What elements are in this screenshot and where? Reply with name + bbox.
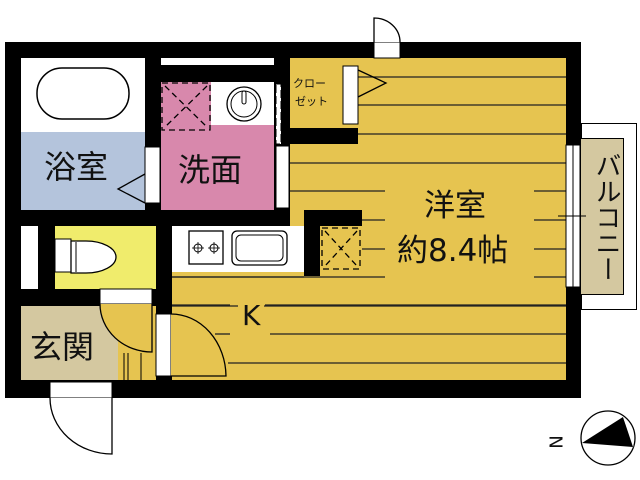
toilet-side-door[interactable]: [21, 226, 38, 289]
kitchen-label: K: [238, 302, 265, 330]
closet-label-line1: クロー: [293, 77, 326, 90]
top-door-swing-icon: [373, 17, 401, 43]
floor-board-lines: [172, 76, 566, 364]
balcony-floor: [581, 138, 624, 295]
entrance-door-frame: [49, 381, 113, 399]
closet-floor: [290, 58, 343, 128]
toilet-tank-icon: [54, 238, 72, 273]
wash-top-strip: [161, 58, 274, 65]
closet-label-line2: ゼット: [295, 95, 328, 108]
compass-north-label: N: [546, 435, 568, 449]
toilet-bowl-icon: [70, 240, 117, 274]
balcony-label: バルコニー: [591, 152, 621, 282]
bath-floor: [21, 132, 145, 210]
kitchen-door-swing-icon: [170, 313, 227, 377]
entrance-door-swing-icon: [49, 397, 113, 455]
bathtub-icon: [36, 67, 130, 120]
fridge-top-wall: [304, 210, 362, 226]
closet-door-swing-icon: [357, 69, 388, 98]
bath-label: 浴室: [44, 148, 109, 186]
entrance-label: 玄関: [30, 328, 95, 366]
closet-bottom-wall: [274, 128, 358, 144]
western-room-size-label: 約8.4帖: [397, 233, 509, 269]
stove-icon: [188, 230, 224, 265]
fridge-wall: [304, 226, 320, 276]
kitchen-door: [155, 313, 172, 377]
washroom-label: 洗面: [178, 151, 243, 189]
toilet-door-swing-icon: [99, 303, 153, 353]
wash-door: [275, 145, 290, 209]
compass-icon: [580, 410, 636, 466]
bath-door-swing-icon: [116, 173, 146, 204]
western-room-label: 洋室: [424, 188, 486, 224]
closet-door: [342, 65, 359, 125]
wash-sliding-door: [275, 83, 282, 145]
toilet-door: [99, 288, 153, 305]
bath-door: [144, 146, 161, 204]
top-window: [373, 41, 401, 59]
